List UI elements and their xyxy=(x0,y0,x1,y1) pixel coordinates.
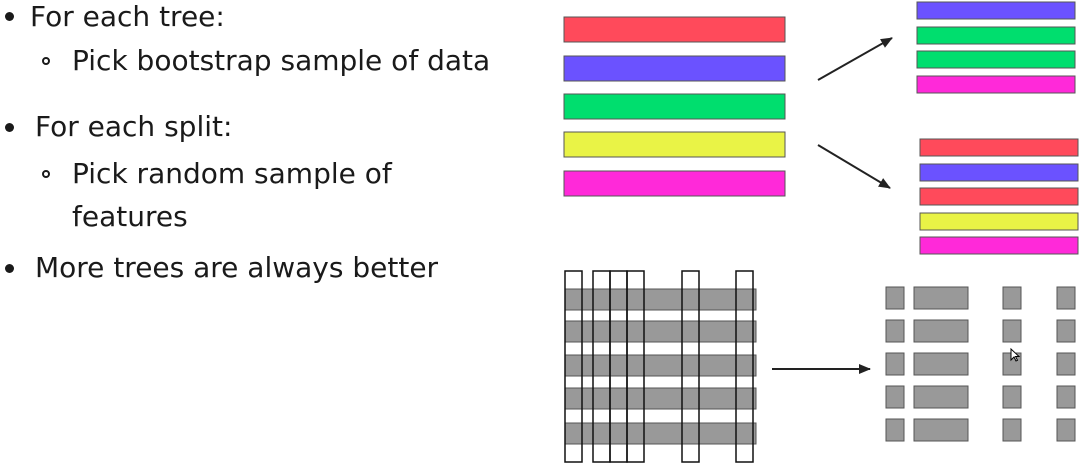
subset-cell xyxy=(913,385,969,409)
sample-row-yellow xyxy=(919,212,1079,231)
bullet-more-trees: More trees are always better xyxy=(35,251,439,284)
bootstrap-sample-2 xyxy=(919,138,1079,255)
bullet-dot xyxy=(5,264,14,273)
feature-matrix xyxy=(564,270,757,463)
subset-cell xyxy=(1056,319,1076,343)
data-row-blue xyxy=(563,55,786,82)
subset-cell xyxy=(1002,385,1022,409)
subset-cell xyxy=(885,385,905,409)
sample-row-magenta xyxy=(919,236,1079,255)
subset-cell xyxy=(1002,286,1022,310)
sample-row-green xyxy=(916,50,1076,69)
sub-bullet-random-features-1: Pick random sample of xyxy=(72,157,392,190)
bullet-dot xyxy=(5,12,14,21)
sub-bullet-random-features-2: features xyxy=(72,200,188,233)
sub-bullet-ring xyxy=(42,57,50,65)
mouse-pointer-icon xyxy=(1010,348,1020,362)
subset-cell xyxy=(885,286,905,310)
data-row-green xyxy=(563,93,786,120)
subset-cell xyxy=(885,418,905,442)
data-row-yellow xyxy=(563,131,786,158)
sample-row-blue xyxy=(916,1,1076,20)
subset-cell xyxy=(913,352,969,376)
feature-column-outline xyxy=(681,270,700,463)
sub-bullet-ring xyxy=(42,170,50,178)
subset-cell xyxy=(913,286,969,310)
subset-cell xyxy=(1056,385,1076,409)
subset-cell xyxy=(1002,418,1022,442)
subset-cell xyxy=(913,319,969,343)
feature-column-outline xyxy=(735,270,754,463)
bullet-for-each-split: For each split: xyxy=(35,110,233,143)
feature-subset-matrix xyxy=(885,286,1076,442)
sample-row-magenta xyxy=(916,75,1076,94)
data-row-magenta xyxy=(563,170,786,197)
feature-column-outline xyxy=(626,270,645,463)
sample-row-red xyxy=(919,187,1079,206)
feature-column-outline xyxy=(564,270,583,463)
sample-row-green xyxy=(916,26,1076,45)
sample-row-red xyxy=(919,138,1079,157)
subset-cell xyxy=(913,418,969,442)
subset-cell xyxy=(1056,418,1076,442)
sub-bullet-bootstrap: Pick bootstrap sample of data xyxy=(72,44,491,77)
arrow-to-sample-2 xyxy=(817,144,891,189)
subset-cell xyxy=(1056,352,1076,376)
original-data-rows xyxy=(563,16,786,197)
arrow-to-sample-1 xyxy=(817,37,893,81)
data-row-red xyxy=(563,16,786,43)
bullet-dot xyxy=(5,123,14,132)
subset-cell xyxy=(1002,319,1022,343)
subset-cell xyxy=(885,352,905,376)
bullet-for-each-tree: For each tree: xyxy=(30,0,225,33)
subset-cell xyxy=(1056,286,1076,310)
bootstrap-sample-1 xyxy=(916,1,1076,94)
subset-cell xyxy=(885,319,905,343)
sample-row-blue xyxy=(919,163,1079,182)
bullet-list: For each tree: Pick bootstrap sample of … xyxy=(0,0,540,468)
